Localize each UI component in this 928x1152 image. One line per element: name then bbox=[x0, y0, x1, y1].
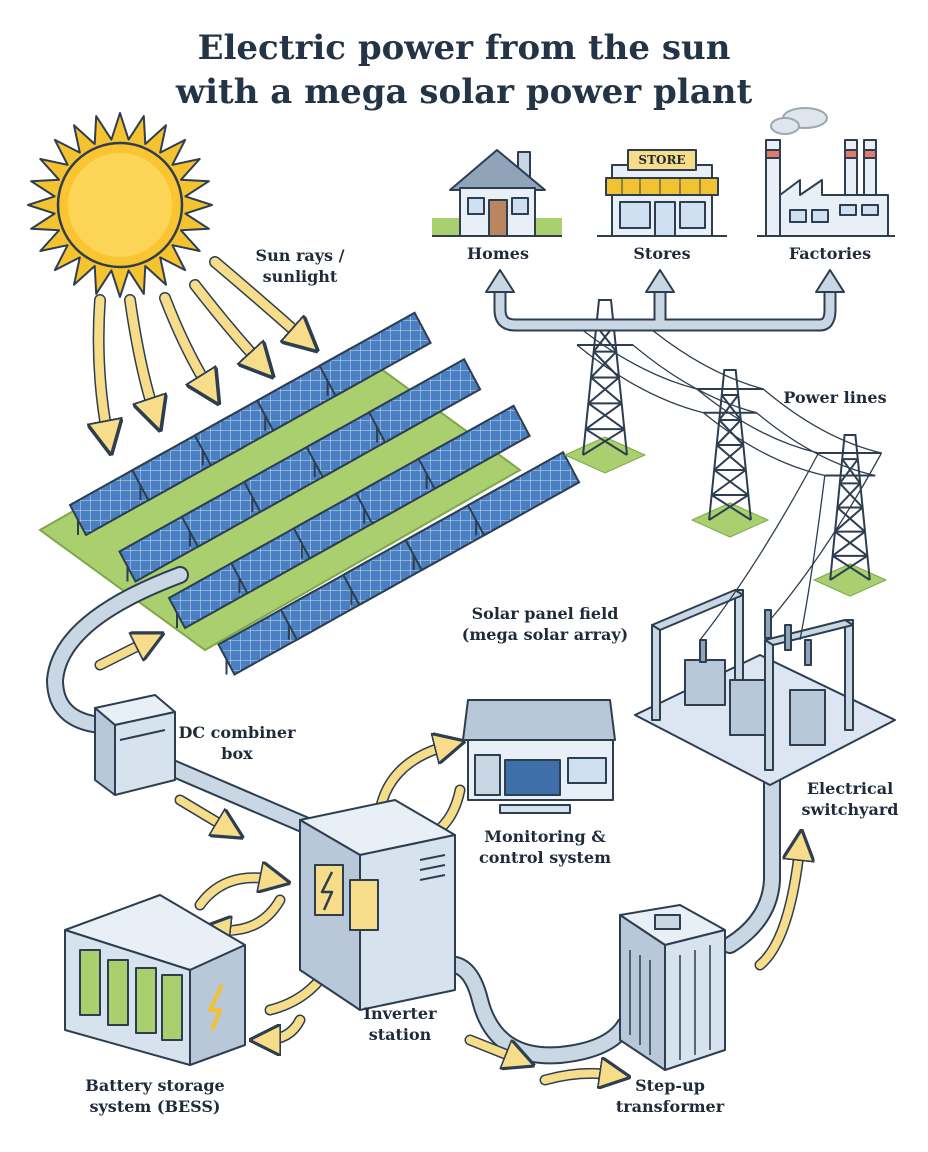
distribution-arrows bbox=[485, 269, 845, 332]
label-transformer: Step-up transformer bbox=[605, 1075, 735, 1117]
label-switchyard: Electrical switchyard bbox=[790, 778, 910, 820]
label-factories: Factories bbox=[788, 244, 872, 263]
switchyard-icon bbox=[634, 589, 896, 786]
label-stores: Stores bbox=[633, 244, 691, 263]
label-sun-rays-line-1: Sun rays / bbox=[255, 246, 345, 265]
label-sun-rays: Sun rays / sunlight bbox=[240, 245, 360, 287]
label-battery-line-2: system (BESS) bbox=[89, 1097, 221, 1116]
label-monitoring-line-1: Monitoring & bbox=[484, 827, 606, 846]
label-power-lines: Power lines bbox=[783, 388, 887, 407]
computer-icon bbox=[462, 699, 616, 814]
label-solar-field: Solar panel field (mega solar array) bbox=[450, 603, 640, 645]
label-inverter-line-1: Inverter bbox=[363, 1004, 437, 1023]
solar-panel-icon bbox=[417, 404, 531, 491]
lightning-icon bbox=[320, 871, 334, 911]
label-battery: Battery storage system (BESS) bbox=[70, 1075, 240, 1117]
label-dc-combiner: DC combiner box bbox=[172, 722, 302, 764]
sun-ray-arrows bbox=[99, 256, 305, 438]
transformer-icon bbox=[619, 904, 726, 1071]
label-monitoring: Monitoring & control system bbox=[460, 826, 630, 868]
power-lines bbox=[563, 299, 888, 641]
label-monitoring-line-2: control system bbox=[479, 848, 611, 867]
solar-panel-icon bbox=[318, 311, 432, 398]
label-inverter-line-2: station bbox=[368, 1025, 432, 1044]
sun-icon bbox=[27, 112, 213, 298]
label-sun-rays-line-2: sunlight bbox=[262, 267, 338, 286]
label-transformer-line-2: transformer bbox=[615, 1097, 725, 1116]
house-icon bbox=[432, 149, 562, 237]
combiner-box-icon bbox=[94, 694, 176, 796]
store-sign: STORE bbox=[638, 153, 686, 167]
factory-icon bbox=[757, 107, 895, 237]
store-icon bbox=[597, 149, 727, 237]
label-homes: Homes bbox=[467, 244, 529, 263]
page-title: Electric power from the sun with a mega … bbox=[64, 26, 864, 114]
label-transformer-line-1: Step-up bbox=[635, 1076, 705, 1095]
label-dc-combiner-line-2: box bbox=[221, 744, 253, 763]
label-solar-field-line-1: Solar panel field bbox=[471, 604, 619, 623]
power-line-wires bbox=[569, 319, 883, 641]
title-line-1: Electric power from the sun bbox=[197, 28, 731, 68]
label-switchyard-line-1: Electrical bbox=[806, 779, 894, 798]
label-switchyard-line-2: switchyard bbox=[801, 800, 899, 819]
title-line-2: with a mega solar power plant bbox=[175, 72, 753, 112]
label-dc-combiner-line-1: DC combiner bbox=[178, 723, 296, 742]
solar-panel-icon bbox=[466, 450, 581, 537]
label-battery-line-1: Battery storage bbox=[85, 1076, 225, 1095]
label-inverter: Inverter station bbox=[345, 1003, 455, 1045]
pylon-icon bbox=[812, 434, 888, 597]
inverter-icon bbox=[299, 799, 456, 1011]
label-solar-field-line-2: (mega solar array) bbox=[461, 625, 629, 644]
solar-panel-icon bbox=[367, 357, 482, 444]
battery-icon bbox=[64, 894, 246, 1066]
